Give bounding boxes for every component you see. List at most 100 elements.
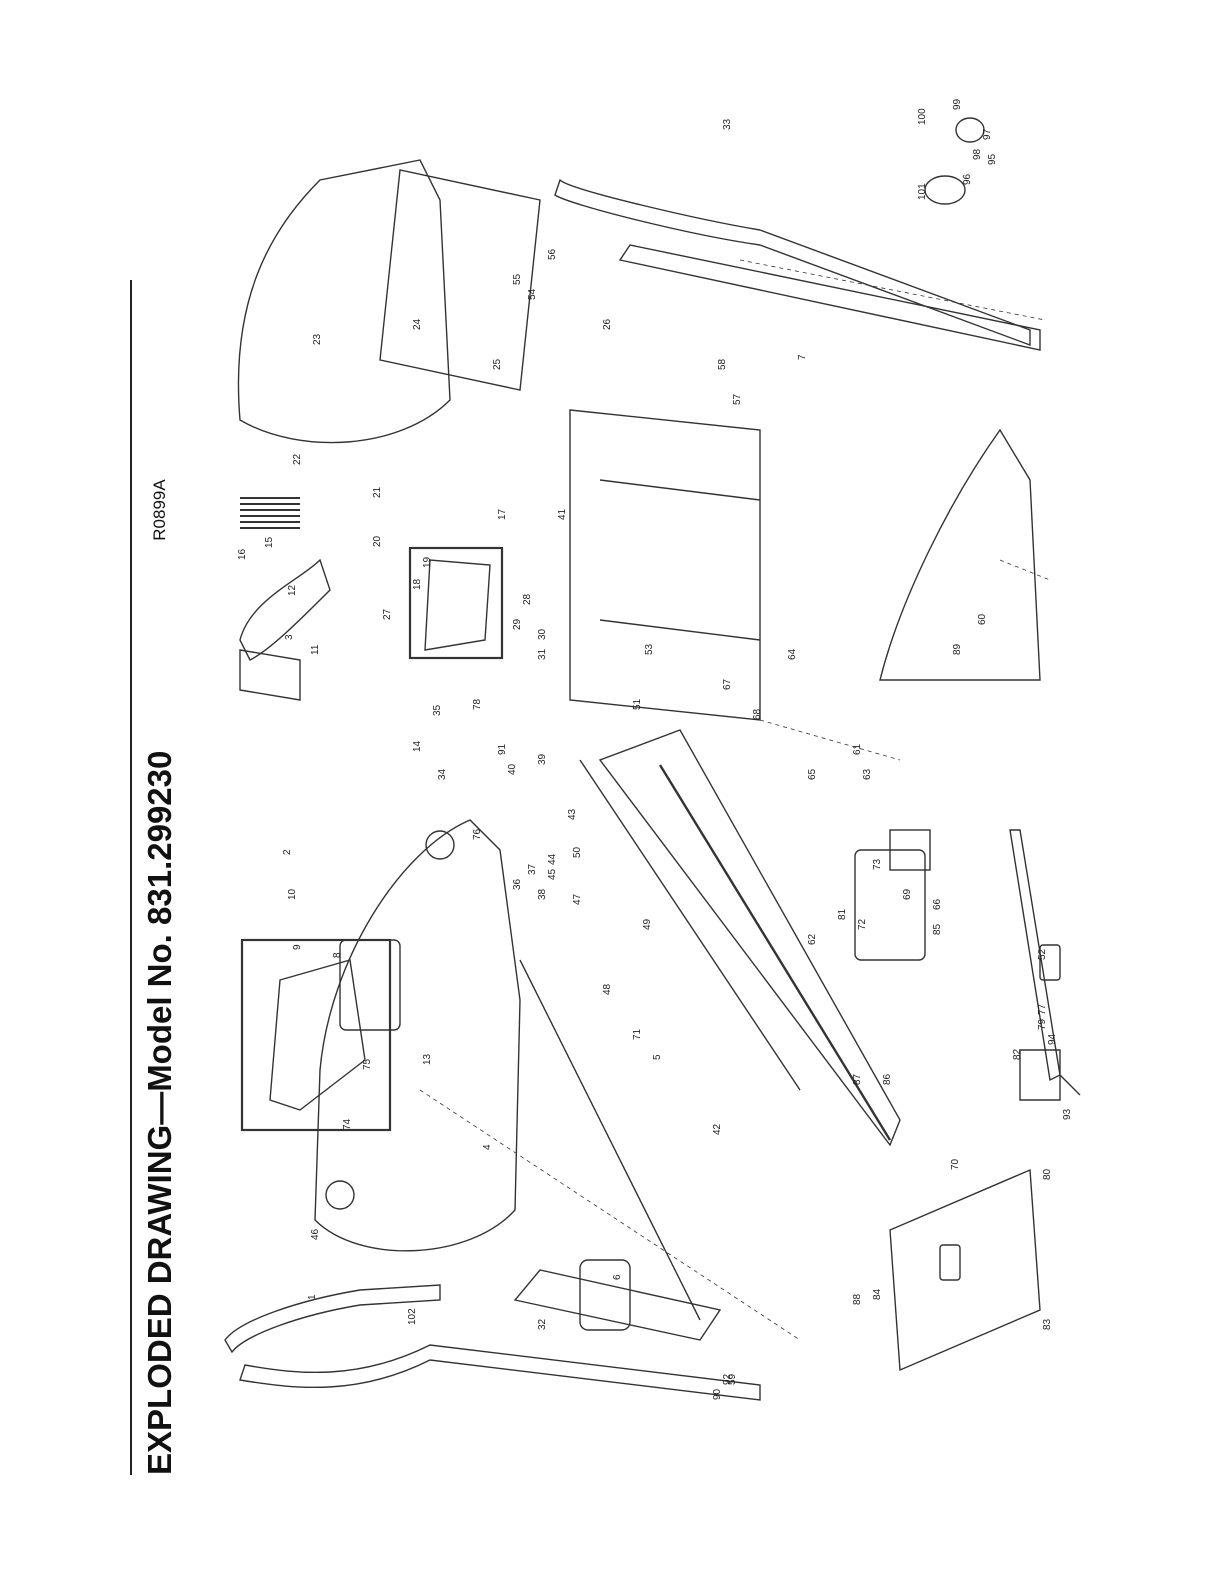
callout-79: 79 — [1037, 1018, 1048, 1030]
callout-74: 74 — [342, 1118, 353, 1130]
callout-89: 89 — [952, 643, 963, 655]
callout-49: 49 — [642, 918, 653, 930]
motor-inset-frame — [408, 546, 504, 660]
callout-37: 37 — [527, 863, 538, 875]
callout-81: 81 — [837, 908, 848, 920]
console-dial-right — [425, 830, 455, 860]
incline-motor — [424, 559, 491, 651]
handle-frame-7 — [618, 244, 1041, 351]
callout-10: 10 — [287, 888, 298, 900]
roller-end-99 — [955, 117, 985, 143]
callout-59: 59 — [727, 1373, 738, 1385]
rod-group — [240, 497, 300, 529]
callout-27: 27 — [382, 608, 393, 620]
callout-52: 52 — [1037, 948, 1048, 960]
front-rail-5 — [519, 959, 701, 1321]
callout-64: 64 — [787, 648, 798, 660]
callout-7: 7 — [797, 354, 808, 360]
callout-4: 4 — [482, 1144, 493, 1150]
callout-18: 18 — [412, 578, 423, 590]
callout-65: 65 — [807, 768, 818, 780]
left-upright-tube — [239, 1344, 761, 1401]
callout-46: 46 — [310, 1228, 321, 1240]
callout-76: 76 — [472, 828, 483, 840]
callout-61: 61 — [852, 743, 863, 755]
callout-71: 71 — [632, 1028, 643, 1040]
callout-42: 42 — [712, 1123, 723, 1135]
callout-8: 8 — [332, 952, 343, 958]
callout-94: 94 — [1047, 1033, 1058, 1045]
roller-end-101 — [924, 175, 966, 205]
roller-bracket-94 — [1019, 1049, 1061, 1101]
callout-48: 48 — [602, 983, 613, 995]
callout-91: 91 — [497, 743, 508, 755]
callout-95: 95 — [987, 153, 998, 165]
callout-90: 90 — [712, 1388, 723, 1400]
callout-68: 68 — [752, 708, 763, 720]
callout-84: 84 — [872, 1288, 883, 1300]
callout-24: 24 — [412, 318, 423, 330]
callout-20: 20 — [372, 535, 383, 547]
callout-66: 66 — [932, 898, 943, 910]
callout-54: 54 — [527, 288, 538, 300]
callout-85: 85 — [932, 923, 943, 935]
callout-67: 67 — [722, 678, 733, 690]
callout-16: 16 — [237, 548, 248, 560]
callout-82: 82 — [1012, 1048, 1023, 1060]
callout-70: 70 — [950, 1158, 961, 1170]
callout-56: 56 — [547, 248, 558, 260]
callout-13: 13 — [422, 1053, 433, 1065]
callout-80: 80 — [1042, 1168, 1053, 1180]
callout-100: 100 — [917, 108, 928, 125]
drive-belt — [239, 558, 331, 661]
callout-45: 45 — [547, 868, 558, 880]
callout-11: 11 — [310, 644, 321, 655]
callout-58: 58 — [717, 358, 728, 370]
callout-77: 77 — [1037, 1003, 1048, 1015]
foot-rail-85 — [889, 829, 931, 871]
callout-50: 50 — [572, 846, 583, 858]
walking-belt — [658, 764, 892, 1141]
callout-34: 34 — [437, 768, 448, 780]
crossbar-tube-11 — [239, 649, 301, 701]
callout-99: 99 — [952, 98, 963, 110]
callout-63: 63 — [862, 768, 873, 780]
callout-57: 57 — [732, 393, 743, 405]
callout-39: 39 — [537, 753, 548, 765]
callout-36: 36 — [512, 878, 523, 890]
right-upright-tube — [554, 178, 1031, 347]
belt-frame — [598, 729, 901, 1147]
side-cover-60 — [879, 428, 1041, 681]
callout-30: 30 — [537, 628, 548, 640]
callout-101: 101 — [917, 183, 928, 200]
roller-axle-93 — [1059, 1074, 1081, 1096]
callout-41: 41 — [557, 508, 568, 520]
callout-15: 15 — [264, 536, 275, 548]
callout-83: 83 — [1042, 1318, 1053, 1330]
callout-44: 44 — [547, 853, 558, 865]
console-housing — [314, 819, 521, 1252]
electronics-inset-frame — [240, 938, 392, 1132]
callout-3: 3 — [284, 634, 295, 640]
callout-layer: 1234567891011121314151617181920212223242… — [237, 98, 1073, 1400]
rear-foot-84 — [889, 1168, 1041, 1372]
callout-87: 87 — [852, 1073, 863, 1085]
callout-69: 69 — [902, 888, 913, 900]
callout-32: 32 — [537, 1318, 548, 1330]
callout-47: 47 — [572, 893, 583, 905]
frame-crossbar — [599, 479, 761, 641]
callout-23: 23 — [312, 333, 323, 345]
callout-97: 97 — [982, 128, 993, 140]
callout-2: 2 — [282, 849, 293, 855]
callout-55: 55 — [512, 273, 523, 285]
shock-52-upper — [1039, 944, 1061, 981]
callout-9: 9 — [292, 944, 303, 950]
callout-22: 22 — [292, 453, 303, 465]
callout-40: 40 — [507, 763, 518, 775]
callout-5: 5 — [652, 1054, 663, 1060]
callout-12: 12 — [287, 584, 298, 596]
callout-51: 51 — [632, 698, 643, 710]
callout-17: 17 — [497, 508, 508, 520]
callout-28: 28 — [522, 593, 533, 605]
